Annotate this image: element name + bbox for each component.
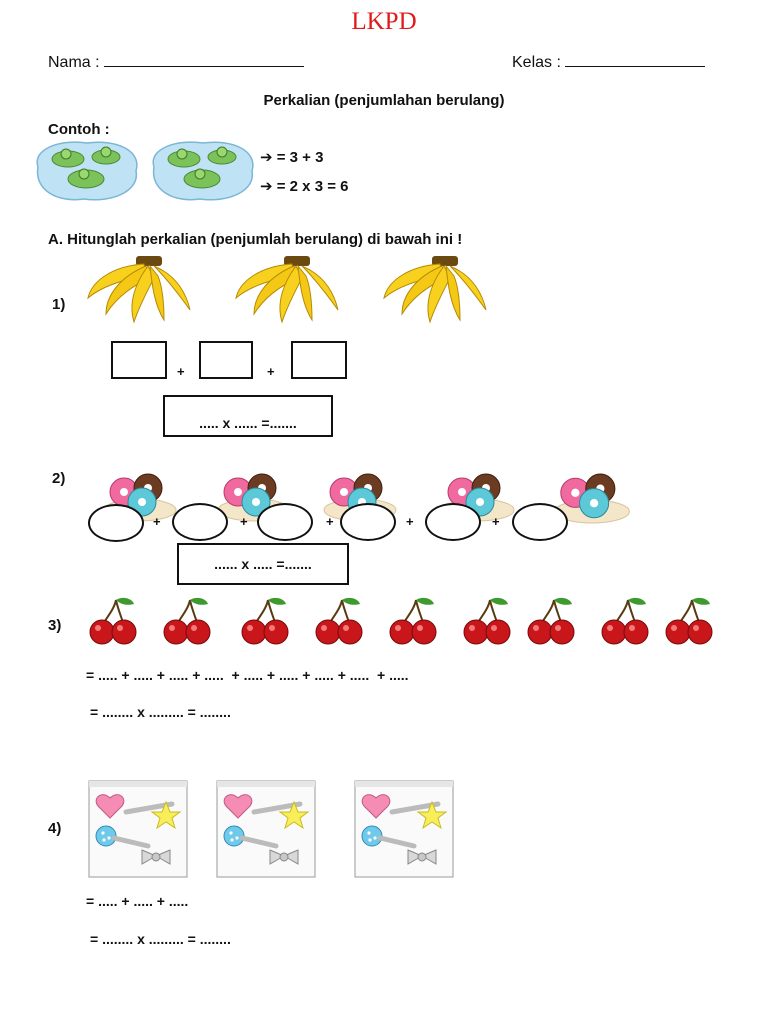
q2-plus-5: + — [492, 514, 500, 529]
q1-answer-box-1[interactable] — [111, 341, 167, 379]
q3-formula[interactable]: = ........ x ......... = ........ — [90, 704, 231, 720]
banana-bunch-icon — [87, 256, 191, 324]
class-field: Kelas : — [512, 52, 706, 72]
q2-answer-oval-3[interactable] — [257, 503, 313, 541]
name-input-line[interactable] — [104, 52, 305, 67]
cherry-icon — [315, 597, 363, 645]
class-label: Kelas : — [512, 54, 561, 71]
banana-bunch-icon — [383, 256, 487, 324]
hair-clip-pack-icon — [216, 780, 316, 878]
topic-heading: Perkalian (penjumlahan berulang) — [263, 92, 505, 109]
q4-formula[interactable]: = ........ x ......... = ........ — [90, 931, 231, 947]
q1-number: 1) — [52, 296, 66, 313]
example-label: Contoh : — [48, 121, 110, 138]
q2-answer-oval-1[interactable] — [88, 504, 144, 542]
cherry-icon — [163, 597, 211, 645]
class-input-line[interactable] — [565, 52, 706, 67]
banana-bunch-icon — [235, 256, 339, 324]
hair-clip-pack-icon — [354, 780, 454, 878]
q2-formula-text: ...... x ..... =....... — [214, 556, 312, 572]
q2-formula-box[interactable]: ...... x ..... =....... — [177, 543, 349, 585]
cherry-icon — [601, 597, 649, 645]
cherry-icon — [389, 597, 437, 645]
q2-answer-oval-6[interactable] — [512, 503, 568, 541]
donut-plate-icon — [554, 473, 630, 524]
q4-sum-line[interactable]: = ..... + ..... + ..... — [86, 893, 189, 909]
q2-answer-oval-2[interactable] — [172, 503, 228, 541]
q2-plus-2: + — [240, 514, 248, 529]
arrow-right-icon: ➔ — [260, 149, 273, 166]
worksheet-title: LKPD — [351, 8, 417, 35]
example-line-2: ➔ = 2 x 3 = 6 — [260, 177, 348, 195]
q4-number: 4) — [48, 820, 62, 837]
cherry-icon — [463, 597, 511, 645]
example-line-1: ➔ = 3 + 3 — [260, 148, 323, 166]
frog-pond-icon — [36, 141, 138, 201]
cherry-icon — [527, 597, 575, 645]
q1-answer-box-3[interactable] — [291, 341, 347, 379]
cherry-icon — [241, 597, 289, 645]
q2-plus-3: + — [326, 514, 334, 529]
q2-answer-oval-5[interactable] — [425, 503, 481, 541]
q1-formula-text: ..... x ...... =....... — [199, 415, 297, 431]
q2-plus-4: + — [406, 514, 414, 529]
arrow-right-icon: ➔ — [260, 178, 273, 195]
cherry-icon — [665, 597, 713, 645]
example-line-1-text: = 3 + 3 — [276, 149, 324, 166]
q1-formula-box[interactable]: ..... x ...... =....... — [163, 395, 333, 437]
name-label: Nama : — [48, 54, 100, 71]
name-field: Nama : — [48, 52, 305, 72]
q3-number: 3) — [48, 617, 62, 634]
section-a-instruction: A. Hitunglah perkalian (penjumlah berula… — [48, 231, 463, 248]
cherry-icon — [89, 597, 137, 645]
q2-answer-oval-4[interactable] — [340, 503, 396, 541]
example-line-2-text: = 2 x 3 = 6 — [276, 178, 349, 195]
q1-plus-2: + — [267, 364, 275, 379]
hair-clip-pack-icon — [88, 780, 188, 878]
q1-plus-1: + — [177, 364, 185, 379]
q1-answer-box-2[interactable] — [199, 341, 253, 379]
q3-sum-line[interactable]: = ..... + ..... + ..... + ..... + ..... … — [86, 667, 409, 683]
q2-number: 2) — [52, 470, 66, 487]
q2-plus-1: + — [153, 514, 161, 529]
frog-pond-icon — [152, 141, 254, 201]
